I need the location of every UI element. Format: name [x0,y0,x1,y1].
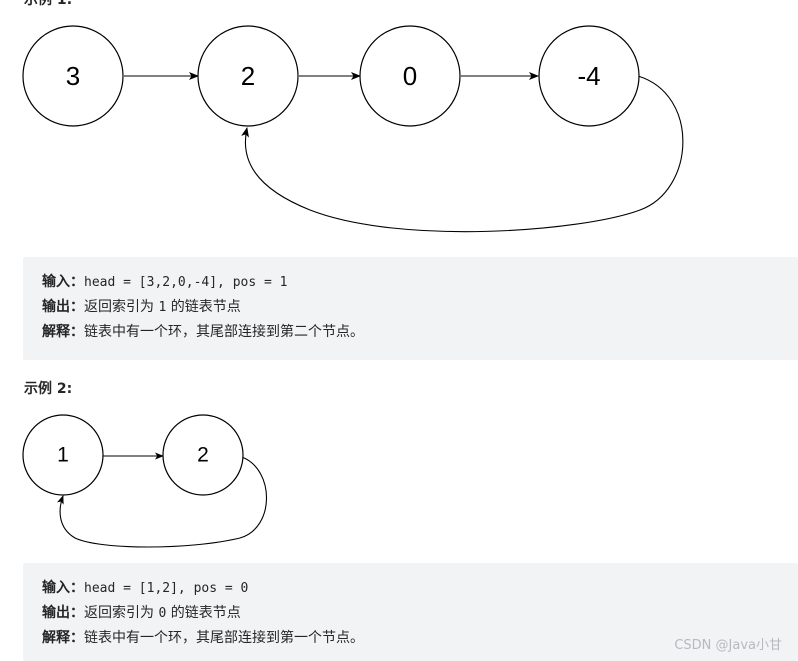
output-text-suffix: 的链表节点 [166,299,241,315]
example-1-heading: 示例 1: [24,0,73,8]
example-1-code-block: 输入：head = [3,2,0,-4], pos = 1 输出：返回索引为 1… [23,257,798,360]
linked-list-diagram-2: 1 2 [22,414,268,548]
linked-list-diagram-1: 3 2 0 -4 [22,25,684,233]
output-text-prefix: 返回索引为 [84,299,159,315]
input-value: head = [1,2], pos = 0 [84,581,249,596]
list-node-3-value: 0 [403,61,417,91]
example-2-input-line: 输入：head = [1,2], pos = 0 [42,576,798,601]
explanation-label: 解释： [42,630,84,646]
example-1-output-line: 输出：返回索引为 1 的链表节点 [42,295,798,320]
output-text-suffix: 的链表节点 [166,605,241,621]
list-node-2-value: 2 [197,444,209,467]
list-node-1-value: 3 [66,61,80,91]
list-node-3 [359,25,461,127]
csdn-watermark: CSDN @Java小甘 [674,638,782,653]
list-node-1-value: 1 [57,444,69,467]
list-node-2 [162,414,244,496]
example-1-input-line: 输入：head = [3,2,0,-4], pos = 1 [42,270,798,295]
explanation-text: 链表中有一个环，其尾部连接到第一个节点。 [84,630,364,646]
input-value: head = [3,2,0,-4], pos = 1 [84,275,288,290]
list-node-4-value: -4 [577,61,600,91]
example-2-code-block: 输入：head = [1,2], pos = 0 输出：返回索引为 0 的链表节… [23,563,798,661]
explanation-label: 解释： [42,324,84,340]
list-node-1 [22,414,104,496]
example-2-heading: 示例 2: [24,381,73,397]
input-label: 输入： [42,580,84,596]
example-1-explanation-line: 解释：链表中有一个环，其尾部连接到第二个节点。 [42,320,798,345]
example-2-output-line: 输出：返回索引为 0 的链表节点 [42,601,798,626]
cycle-arrow-tail-to-node-1 [57,456,268,548]
output-index: 1 [158,300,167,315]
input-label: 输入： [42,274,84,290]
explanation-text: 链表中有一个环，其尾部连接到第二个节点。 [84,324,364,340]
list-node-1 [22,25,124,127]
output-index: 0 [158,606,167,621]
list-node-4 [538,25,640,127]
cycle-arrow-tail-to-node-2 [241,75,684,233]
list-node-2 [197,25,299,127]
example-2-explanation-line: 解释：链表中有一个环，其尾部连接到第一个节点。 [42,626,798,651]
output-label: 输出： [42,605,84,621]
list-node-2-value: 2 [241,61,255,91]
output-text-prefix: 返回索引为 [84,605,159,621]
output-label: 输出： [42,299,84,315]
